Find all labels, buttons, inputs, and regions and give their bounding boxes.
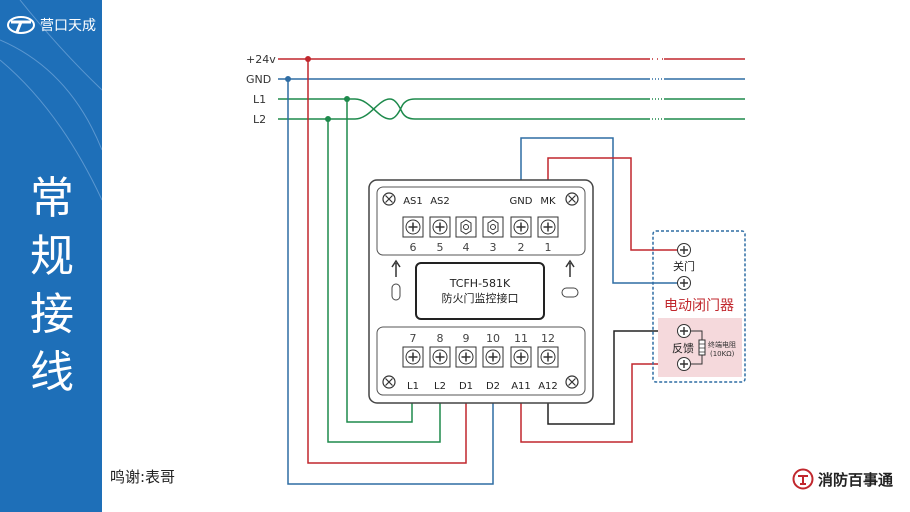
terminal-number: 4 — [463, 241, 470, 254]
terminal-screw-icon — [429, 346, 451, 368]
terminal-label-as2: AS2 — [430, 196, 450, 207]
terminal-screw-icon — [482, 346, 504, 368]
company-logo: 营口天成 — [6, 14, 96, 36]
terminal-blank-icon — [482, 216, 504, 238]
terminal-label-as1: AS1 — [403, 196, 423, 207]
terminal-number: 1 — [545, 241, 552, 254]
terminal-label-l1: L1 — [407, 381, 419, 392]
title-char: 常 — [30, 173, 74, 224]
credit-text: 鸣谢:表哥 — [110, 468, 176, 486]
terminal-number: 10 — [486, 332, 500, 345]
terminal-screw-icon — [402, 216, 424, 238]
closer-terminal-icon — [677, 324, 691, 338]
bus-label-l1: L1 — [253, 93, 266, 106]
terminal-screw-icon — [537, 216, 559, 238]
terminal-label-l2: L2 — [434, 381, 446, 392]
bus-l1 — [278, 98, 745, 120]
resistor-label: 终端电阻 — [708, 340, 736, 349]
label-plate — [415, 262, 545, 320]
terminal-screw-icon — [455, 346, 477, 368]
wire-gnd-to-d2 — [287, 79, 494, 485]
terminal-label-gnd: GND — [510, 196, 533, 207]
wire-24v-to-d1 — [307, 59, 467, 464]
terminal-screw-icon — [510, 346, 532, 368]
terminal-screw-icon — [510, 216, 532, 238]
resistor-icon — [698, 339, 706, 356]
title-char: 规 — [30, 231, 74, 282]
terminal-screw-icon — [537, 346, 559, 368]
closer-terminal-icon — [677, 243, 691, 257]
wire-mk-to-closer — [547, 157, 684, 251]
arrow-up-icon — [391, 259, 401, 277]
module-name: 防火门监控接口 — [442, 291, 519, 305]
resistor-value: (10KΩ) — [710, 350, 735, 358]
terminal-label-d2: D2 — [486, 381, 500, 392]
wire-l1 — [346, 99, 413, 423]
bus-l2 — [278, 98, 745, 120]
closer-close-label: 关门 — [673, 259, 695, 273]
terminal-number: 11 — [514, 332, 528, 345]
brand-logo-icon — [792, 468, 814, 490]
arrow-up-icon — [565, 259, 575, 277]
bus-label-24v: +24v — [246, 53, 276, 66]
terminal-number: 12 — [541, 332, 555, 345]
company-logo-icon — [7, 16, 35, 34]
module-model: TCFH-581K — [449, 277, 511, 290]
resistor-wire — [691, 330, 703, 365]
brand-logo: 消防百事通 — [792, 468, 893, 490]
corner-screw-icon — [565, 375, 579, 389]
terminal-blank-icon — [455, 216, 477, 238]
wire-a12-to-feedback — [547, 330, 684, 425]
company-name: 营口天成 — [40, 18, 96, 34]
bus-label-l2: L2 — [253, 113, 266, 126]
title-char: 接 — [30, 289, 74, 340]
terminal-label-d1: D1 — [459, 381, 473, 392]
sidebar-decoration — [0, 0, 102, 201]
closer-terminal-icon — [677, 357, 691, 371]
sidebar: 营口天成 常 规 接 线 — [0, 0, 102, 512]
terminal-number: 7 — [410, 332, 417, 345]
bus-label-gnd: GND — [246, 73, 271, 86]
brand-name: 消防百事通 — [818, 470, 894, 489]
title-char: 线 — [30, 347, 74, 398]
wire-gnd-to-closer — [520, 137, 684, 284]
closer-feedback-label: 反馈 — [672, 342, 694, 355]
terminal-label-a12: A12 — [538, 381, 558, 392]
closer-title: 电动闭门器 — [664, 298, 734, 314]
closer-terminal-icon — [677, 276, 691, 290]
wire-l2 — [327, 119, 441, 443]
corner-screw-icon — [382, 375, 396, 389]
terminal-number: 9 — [463, 332, 470, 345]
corner-screw-icon — [565, 192, 579, 206]
door-closer: 关门 电动闭门器 反馈 终端电阻 (10KΩ) — [652, 230, 746, 383]
wire-a11-to-feedback — [520, 363, 684, 443]
monitor-module: AS1 AS2 GND MK 6 5 4 3 2 1 — [368, 179, 594, 404]
terminal-number: 2 — [518, 241, 525, 254]
section-title: 常 规 接 线 — [22, 170, 82, 402]
terminal-label-a11: A11 — [511, 381, 531, 392]
mounting-slot — [561, 287, 579, 298]
terminal-number: 5 — [437, 241, 444, 254]
corner-screw-icon — [382, 192, 396, 206]
terminal-number: 6 — [410, 241, 417, 254]
terminal-number: 3 — [490, 241, 497, 254]
terminal-screw-icon — [429, 216, 451, 238]
terminal-screw-icon — [402, 346, 424, 368]
mounting-slot — [391, 283, 401, 301]
terminal-number: 8 — [437, 332, 444, 345]
terminal-label-mk: MK — [540, 196, 556, 207]
